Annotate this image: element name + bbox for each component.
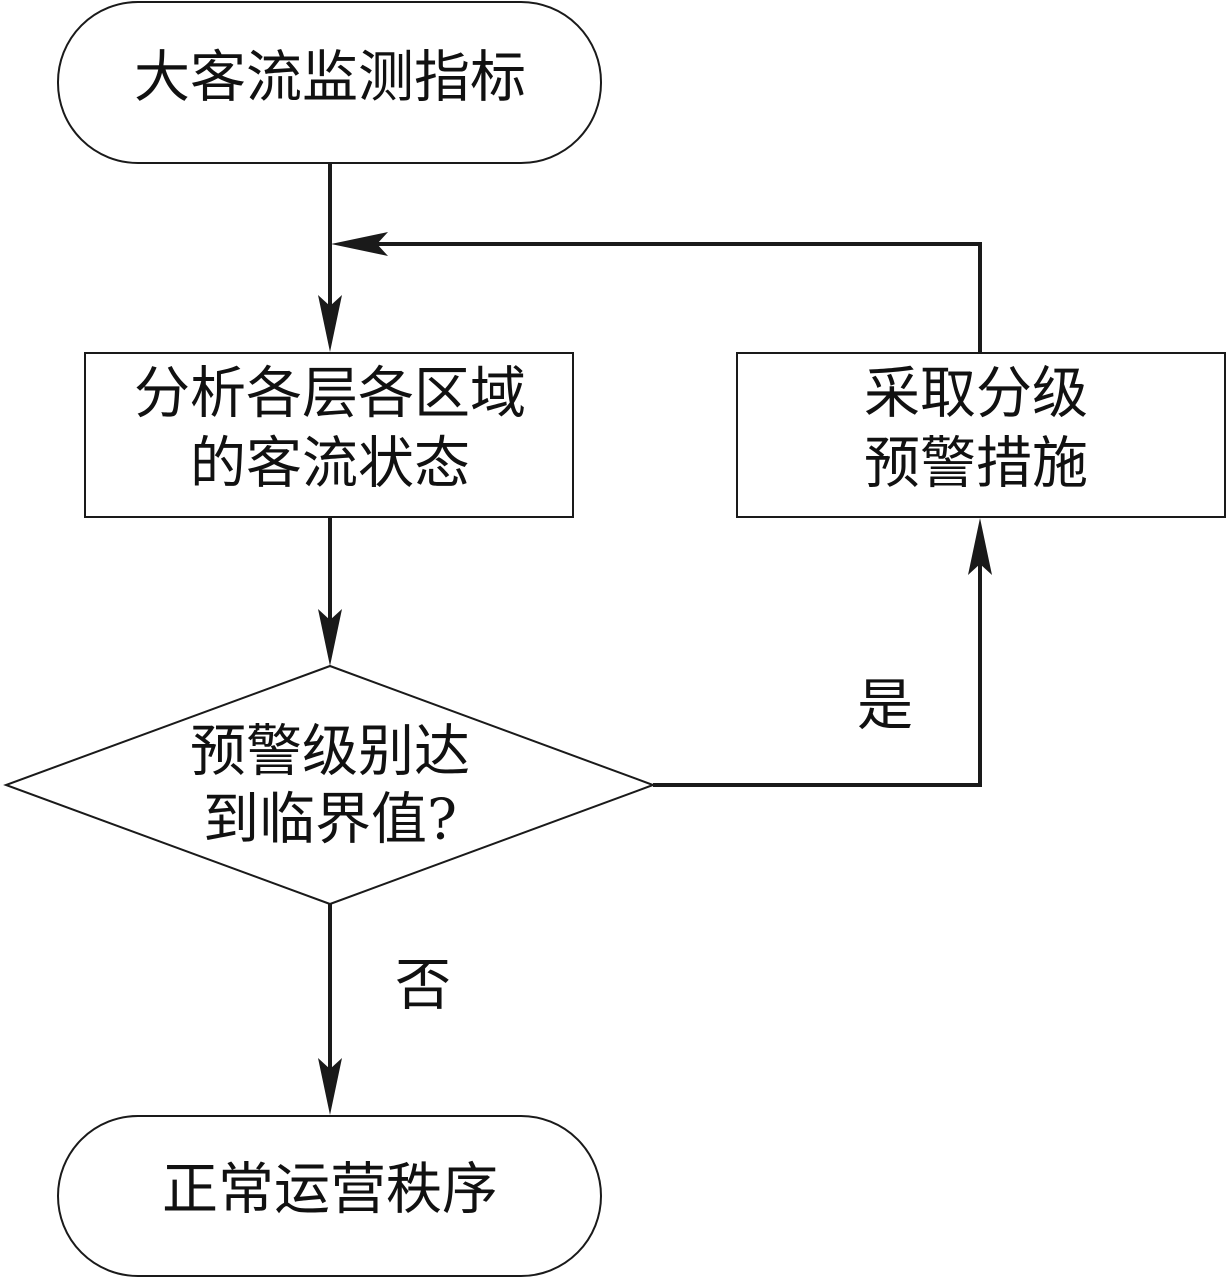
no-edge-label: 否	[395, 954, 451, 1019]
measures-label-line-1: 采取分级	[864, 362, 1088, 427]
decision-to-measures-arrowhead	[968, 518, 992, 575]
decision-label-line-1: 预警级别达	[190, 720, 470, 785]
analyze-label-line-2: 的客流状态	[190, 432, 470, 497]
analyze-label-line-1: 分析各层各区域	[134, 362, 526, 427]
end-terminal	[57, 1115, 602, 1277]
analyze-process-box	[84, 352, 574, 518]
measures-label-line-2: 预警措施	[864, 432, 1088, 497]
analyze-to-decision-arrowhead	[318, 609, 342, 666]
yes-edge-label: 是	[857, 674, 913, 739]
decision-to-end-arrowhead	[318, 1058, 342, 1115]
decision-to-measures-connector	[653, 560, 982, 787]
decision-diamond	[3, 664, 656, 906]
start-label: 大客流监测指标	[134, 46, 526, 111]
decision-label-line-2: 到临界值?	[203, 788, 457, 853]
measures-loopback-connector	[372, 242, 982, 353]
end-label: 正常运营秩序	[162, 1158, 498, 1223]
measures-loopback-arrowhead	[331, 232, 388, 256]
start-to-analyze-arrowhead	[318, 295, 342, 352]
